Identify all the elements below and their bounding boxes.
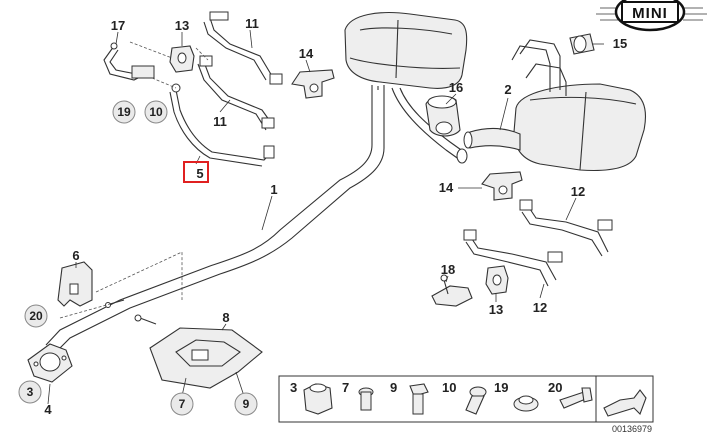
callout-7: 7 — [179, 397, 186, 411]
bracket-12-upper[interactable] — [519, 199, 613, 257]
tail-pipes — [371, 85, 468, 164]
hanger-17[interactable] — [103, 42, 155, 81]
hanger-bracket-5[interactable] — [169, 83, 275, 167]
legend-label-7: 7 — [342, 380, 349, 395]
rubber-mount-6[interactable] — [57, 261, 93, 307]
callout-19: 19 — [117, 105, 131, 119]
legend-label-20: 20 — [548, 380, 562, 395]
callout-17: 17 — [111, 18, 125, 33]
document-number: 00136979 — [612, 424, 652, 434]
callout-4: 4 — [44, 402, 52, 417]
callout-2: 2 — [504, 82, 511, 97]
nut-icon — [303, 383, 333, 415]
callout-9-circle: 9 — [234, 392, 258, 416]
bracket-14-top[interactable] — [291, 69, 335, 99]
callout-18: 18 — [441, 262, 455, 277]
arrow-icon — [603, 389, 647, 417]
stud-icon — [559, 387, 593, 409]
callout-11-lower: 11 — [213, 114, 227, 129]
callout-16: 16 — [449, 80, 463, 95]
callout-6: 6 — [72, 248, 79, 263]
callout-3-circle: 3 — [18, 380, 42, 404]
clamp-16[interactable] — [425, 95, 461, 137]
rubber-ring-15[interactable] — [569, 33, 595, 55]
callout-11-top: 11 — [245, 16, 259, 31]
legend-label-19: 19 — [494, 380, 508, 395]
legend-label-9: 9 — [390, 380, 397, 395]
fastener-legend: 3 7 9 10 19 20 — [278, 375, 654, 423]
callout-15: 15 — [613, 36, 627, 51]
callout-14-right: 14 — [439, 180, 454, 195]
callout-12-upper: 12 — [571, 184, 585, 199]
callout-9: 9 — [243, 397, 250, 411]
bolt-icon-7 — [358, 387, 374, 411]
callout-1: 1 — [270, 182, 277, 197]
callout-13-right: 13 — [489, 302, 503, 317]
washer-nut-icon — [513, 395, 539, 412]
hanger-18[interactable] — [431, 274, 473, 307]
silencer-2[interactable] — [463, 39, 647, 172]
heat-shield-8[interactable] — [149, 327, 263, 389]
callout-20: 20 — [29, 309, 43, 323]
bolt-icon-10 — [465, 386, 487, 415]
rubber-mount-13-top[interactable] — [169, 45, 195, 73]
callout-8: 8 — [222, 310, 229, 325]
bolt-icon-9 — [409, 383, 429, 415]
bracket-14-right[interactable] — [481, 171, 523, 201]
pipe-bolts — [105, 299, 157, 325]
rubber-mount-13-right[interactable] — [485, 265, 509, 295]
legend-label-10: 10 — [442, 380, 456, 395]
callout-10: 10 — [149, 105, 163, 119]
callout-7-circle: 7 — [170, 392, 194, 416]
bracket-12-lower[interactable] — [463, 229, 563, 287]
bracket-11-lower[interactable] — [197, 55, 275, 131]
bracket-11-upper[interactable] — [203, 11, 283, 85]
callout-19-circle: 19 — [112, 100, 136, 124]
rear-silencer[interactable] — [344, 12, 468, 89]
mini-logo: MINI — [596, 0, 707, 32]
callout-5: 5 — [196, 166, 203, 181]
callout-3: 3 — [27, 385, 34, 399]
flange[interactable] — [27, 343, 73, 383]
dashed-guides — [59, 41, 209, 319]
callout-14-top: 14 — [299, 46, 314, 61]
callout-13-top: 13 — [175, 18, 189, 33]
logo-text: MINI — [632, 5, 668, 22]
main-exhaust-pipe[interactable] — [45, 130, 385, 353]
callout-12-lower: 12 — [533, 300, 547, 315]
leader-lines — [47, 29, 604, 405]
callout-20-circle: 20 — [24, 304, 48, 328]
callout-5-highlight[interactable]: 5 — [183, 161, 209, 183]
legend-label-3: 3 — [290, 380, 297, 395]
callout-10-circle: 10 — [144, 100, 168, 124]
